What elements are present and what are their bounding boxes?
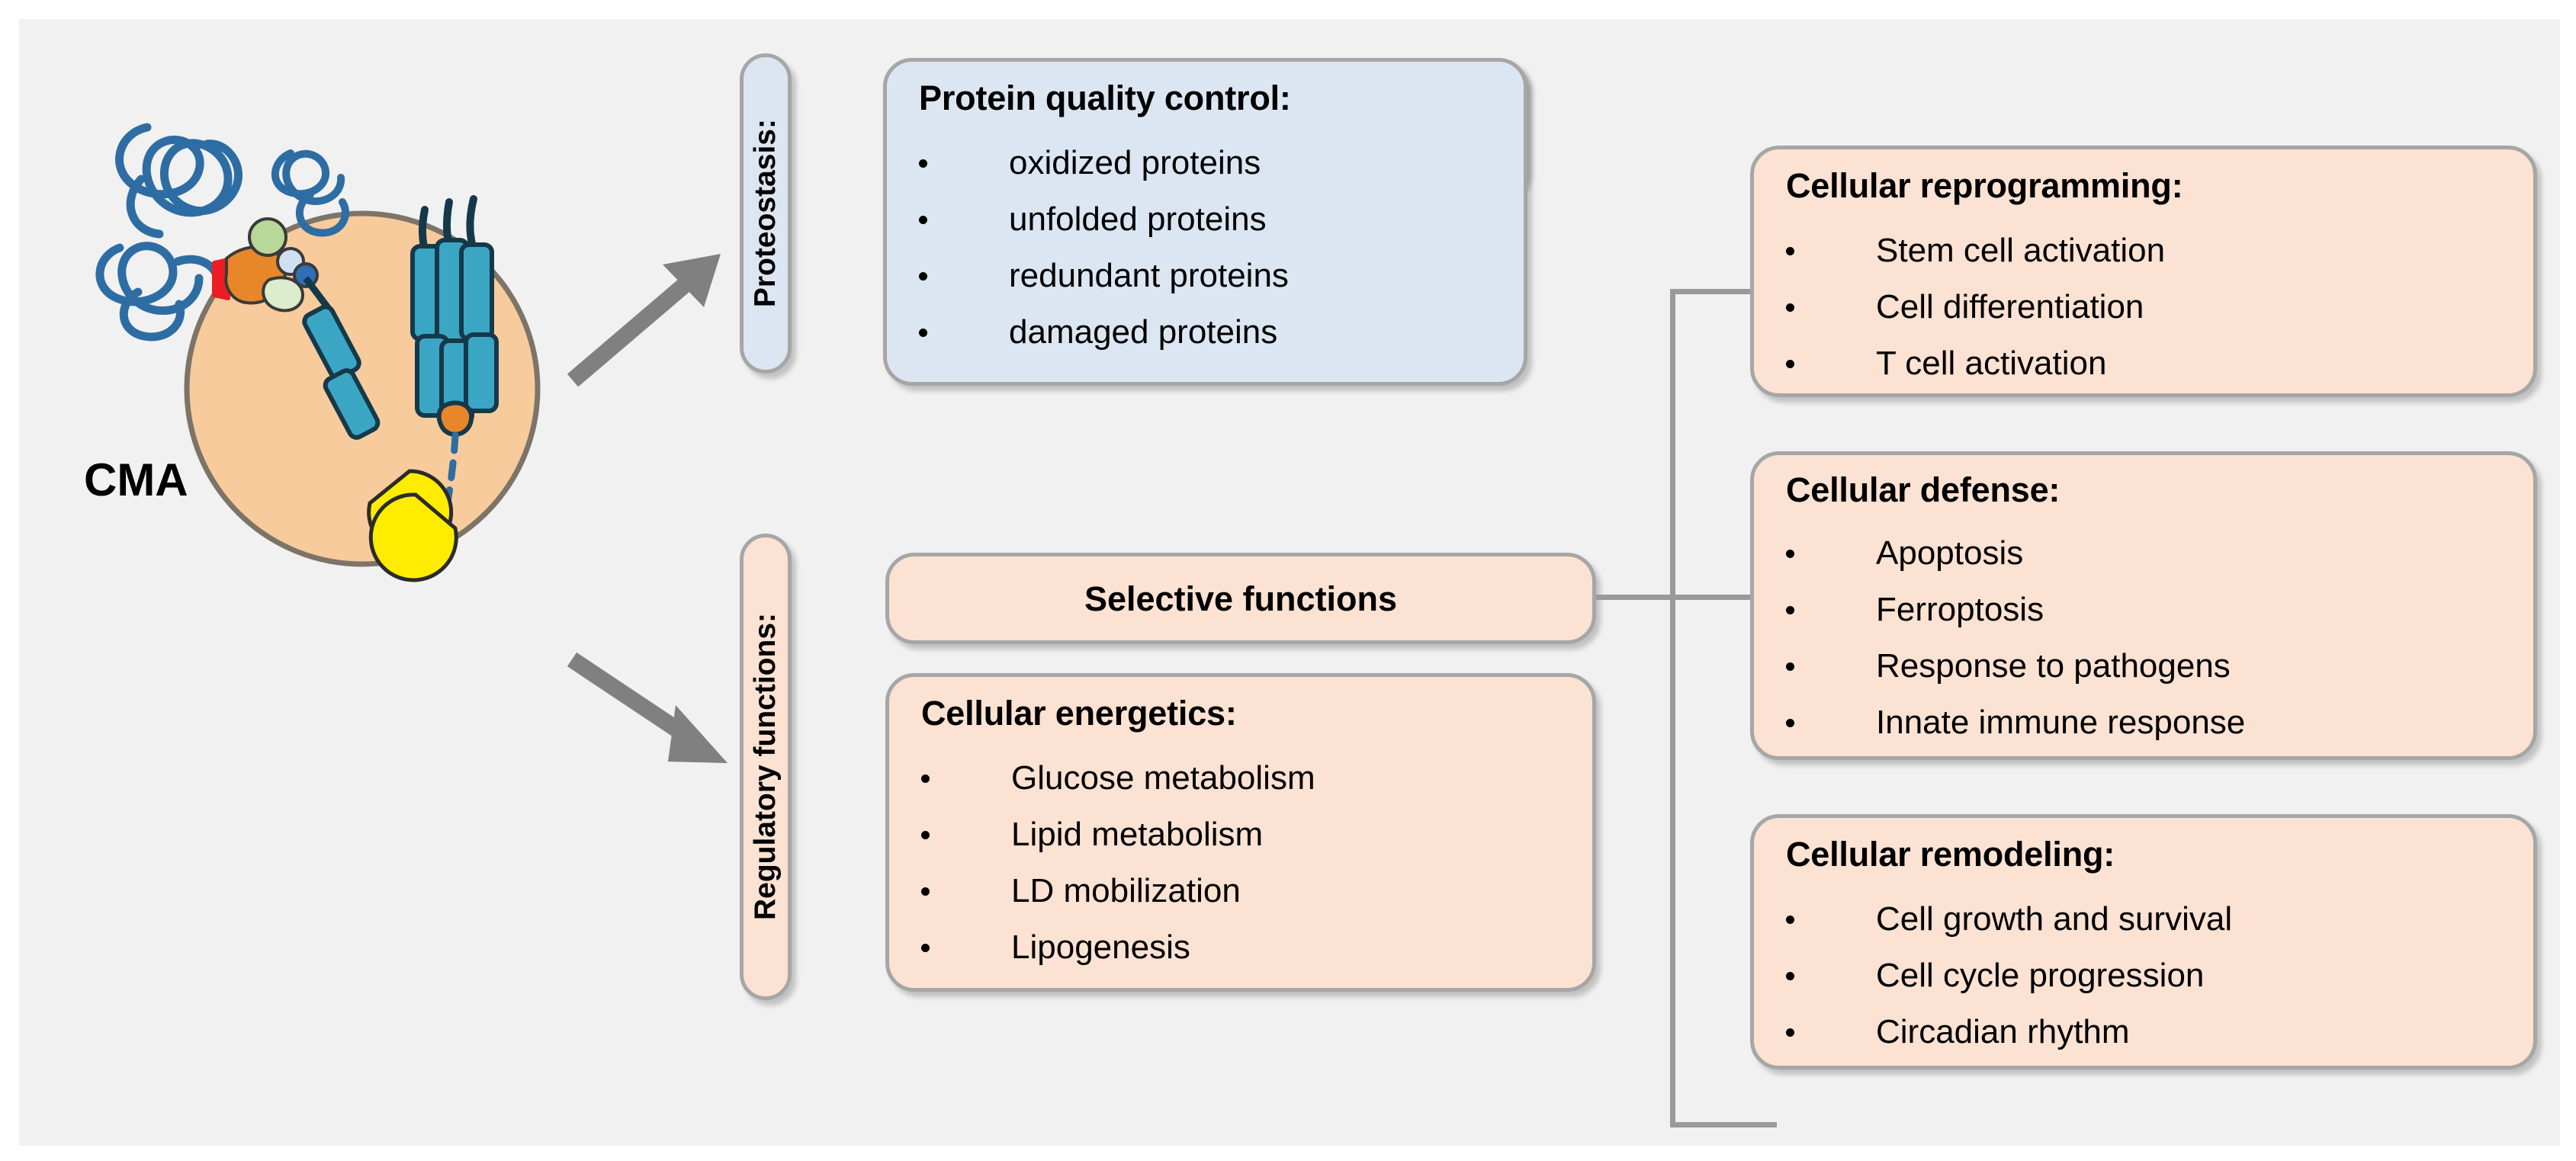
cellular-reprogramming-item-text: Stem cell activation [1876, 232, 2166, 269]
list-item: T cell activation [1786, 335, 2165, 392]
bullet-dot-icon [919, 272, 927, 281]
bullet-dot-icon [921, 887, 930, 896]
lysosomal-enzyme-pacman-icon [368, 492, 458, 582]
cellular-remodeling-title: Cellular remodeling: [1786, 835, 2115, 874]
list-item: Innate immune response [1786, 694, 2245, 751]
pqc-item-list: oxidized proteins unfolded proteins redu… [919, 135, 1289, 361]
cellular-defense-item-list: Apoptosis Ferroptosis Response to pathog… [1786, 525, 2245, 751]
connector-to-cellular-remodeling [1670, 1122, 1777, 1127]
diagram-canvas: CMA Proteostasis: Regulatory functions: [19, 19, 2560, 1146]
bullet-dot-icon [1786, 360, 1794, 368]
unfolded-protein-squiggle-icon [271, 149, 349, 237]
connector-vertical-trunk [1670, 289, 1675, 1127]
chaperone-complex-icon [224, 217, 319, 313]
pqc-item-text: oxidized proteins [1009, 144, 1261, 181]
bullet-dot-icon [1786, 662, 1794, 671]
list-item: Cell growth and survival [1786, 891, 2232, 948]
bullet-dot-icon [921, 831, 930, 839]
cellular-energetics-item-text: Glucose metabolism [1011, 759, 1315, 797]
cellular-energetics-item-list: Glucose metabolism Lipid metabolism LD m… [921, 750, 1315, 976]
bullet-dot-icon [1786, 247, 1794, 255]
cellular-defense-item-text: Innate immune response [1876, 704, 2246, 741]
bullet-dot-icon [921, 775, 930, 783]
cellular-defense-title: Cellular defense: [1786, 470, 2060, 509]
category-label-regulatory-functions: Regulatory functions: [740, 534, 792, 1000]
list-item: Circadian rhythm [1786, 1004, 2232, 1060]
list-item: LD mobilization [921, 863, 1315, 919]
bullet-dot-icon [1786, 916, 1794, 924]
cellular-remodeling-item-list: Cell growth and survival Cell cycle prog… [1786, 891, 2232, 1060]
bullet-dot-icon [1786, 550, 1794, 558]
cellular-energetics-title: Cellular energetics: [921, 694, 1237, 733]
cellular-energetics-box: Cellular energetics: Glucose metabolism … [885, 673, 1596, 992]
cellular-remodeling-item-text: Cell cycle progression [1876, 957, 2205, 994]
cellular-remodeling-item-text: Circadian rhythm [1876, 1013, 2130, 1050]
cellular-reprogramming-item-text: Cell differentiation [1876, 288, 2144, 326]
category-label-proteostasis: Proteostasis: [740, 53, 792, 374]
list-item: Cell cycle progression [1786, 948, 2232, 1004]
arrow-to-regulatory-functions [567, 652, 728, 763]
cellular-reprogramming-item-list: Stem cell activation Cell differentiatio… [1786, 223, 2165, 392]
bullet-dot-icon [1786, 303, 1794, 312]
cellular-defense-item-text: Ferroptosis [1876, 591, 2044, 628]
pqc-item-text: damaged proteins [1009, 313, 1278, 351]
selective-functions-title: Selective functions [1084, 579, 1398, 618]
pqc-panel: Protein quality control: oxidized protei… [883, 58, 1527, 386]
cellular-remodeling-item-text: Cell growth and survival [1876, 900, 2233, 938]
cma-illustration [95, 123, 541, 582]
connector-selective-to-trunk [1596, 595, 1675, 600]
cellular-reprogramming-title: Cellular reprogramming: [1786, 166, 2183, 205]
cellular-reprogramming-box: Cellular reprogramming: Stem cell activa… [1750, 146, 2537, 397]
connector-to-cellular-reprogramming [1670, 289, 1777, 294]
regulatory-functions-label-text: Regulatory functions: [749, 613, 782, 921]
bullet-dot-icon [919, 216, 927, 224]
lamp2a-receptor-icon [302, 276, 381, 440]
proteostasis-label-text: Proteostasis: [749, 119, 782, 308]
cellular-defense-item-text: Response to pathogens [1876, 647, 2231, 685]
pqc-item-text: redundant proteins [1009, 257, 1289, 294]
lamp2a-multimer-icon [410, 195, 499, 437]
bullet-dot-icon [1786, 606, 1794, 614]
cellular-defense-box: Cellular defense: Apoptosis Ferroptosis … [1750, 451, 2537, 760]
bullet-dot-icon [1786, 719, 1794, 727]
bullet-dot-icon [919, 329, 927, 337]
bullet-dot-icon [921, 944, 930, 952]
list-item: Ferroptosis [1786, 582, 2245, 638]
list-item: Apoptosis [1786, 525, 2245, 582]
list-item: redundant proteins [919, 248, 1289, 304]
unfolded-protein-squiggle-icon [115, 123, 243, 239]
selective-functions-box: Selective functions [885, 553, 1596, 644]
list-item: Response to pathogens [1786, 638, 2245, 694]
cellular-energetics-item-text: Lipogenesis [1011, 928, 1190, 966]
cellular-energetics-item-text: LD mobilization [1011, 872, 1241, 909]
cma-label: CMA [84, 454, 188, 505]
pqc-item-text: unfolded proteins [1009, 200, 1267, 238]
list-item: Glucose metabolism [921, 750, 1315, 807]
bullet-dot-icon [919, 159, 927, 168]
connector-to-cellular-defense [1670, 595, 1777, 600]
bullet-dot-icon [1786, 972, 1794, 980]
cellular-remodeling-box: Cellular remodeling: Cell growth and sur… [1750, 814, 2537, 1070]
pqc-title: Protein quality control: [919, 79, 1291, 117]
list-item: damaged proteins [919, 304, 1289, 361]
arrow-to-proteostasis [567, 254, 721, 387]
list-item: unfolded proteins [919, 191, 1289, 248]
list-item: Stem cell activation [1786, 223, 2165, 279]
cellular-defense-item-text: Apoptosis [1876, 534, 2024, 572]
list-item: oxidized proteins [919, 135, 1289, 191]
list-item: Lipogenesis [921, 919, 1315, 976]
list-item: Lipid metabolism [921, 807, 1315, 863]
cellular-reprogramming-item-text: T cell activation [1876, 345, 2107, 382]
kferq-motif-icon [212, 258, 230, 300]
cellular-energetics-item-text: Lipid metabolism [1011, 816, 1264, 853]
list-item: Cell differentiation [1786, 279, 2165, 335]
bullet-dot-icon [1786, 1028, 1794, 1037]
